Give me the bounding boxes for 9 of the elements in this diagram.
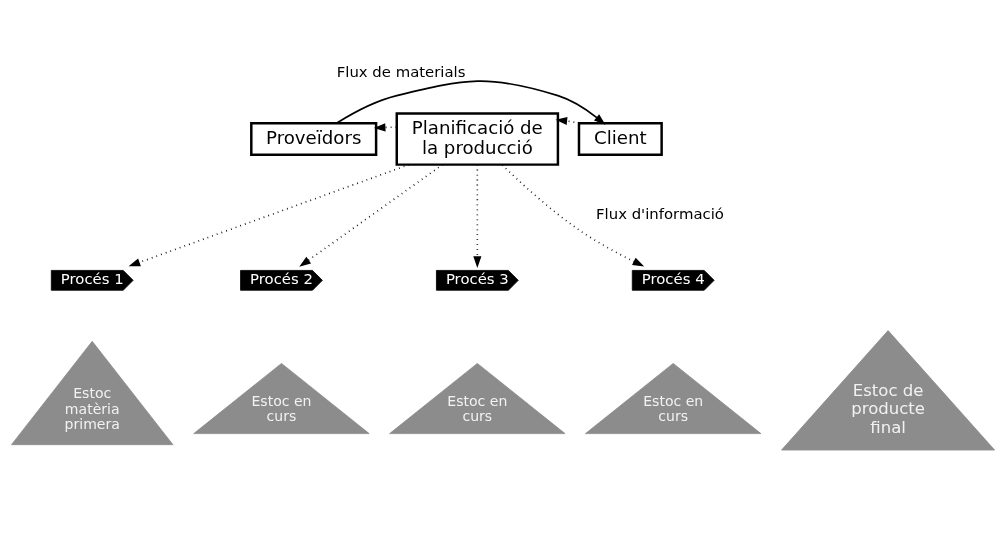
edge-label: Flux de materials	[336, 63, 466, 82]
arrow	[299, 163, 444, 267]
arrow	[501, 164, 645, 267]
node-box: Proveïdors	[250, 122, 378, 156]
node-box: Client	[577, 122, 663, 156]
label: Flux d'informació	[596, 204, 724, 223]
arrow	[128, 163, 410, 267]
node-box: Planificació de la producció	[395, 112, 560, 166]
arrow	[473, 164, 482, 268]
